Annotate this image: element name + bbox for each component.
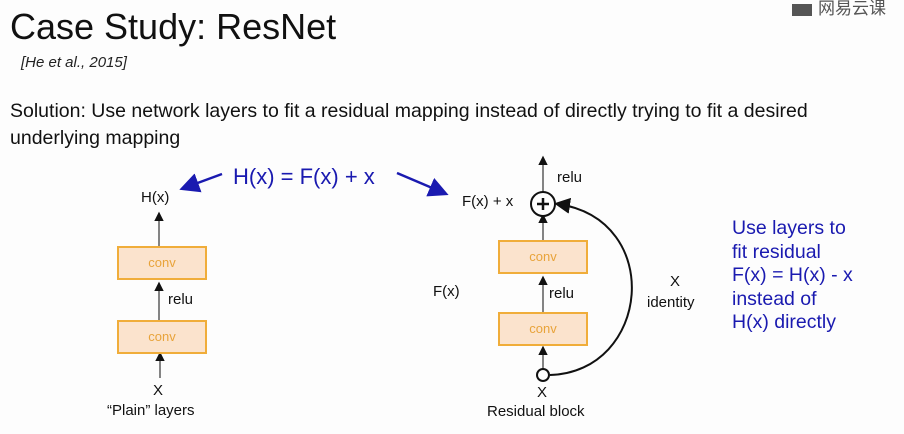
identity-x-label: X xyxy=(670,273,681,290)
note-line: instead of xyxy=(732,287,817,310)
identity-skip-arrow xyxy=(549,197,633,376)
plain-conv-top: conv xyxy=(117,246,207,280)
note-line: Use layers to xyxy=(732,217,846,239)
residual-relu-top: relu xyxy=(557,169,583,186)
residual-conv-bottom: conv xyxy=(498,312,588,346)
screen-icon xyxy=(792,3,812,16)
watermark: 网易云课 xyxy=(792,0,886,19)
residual-fx-label: F(x) xyxy=(433,283,460,300)
note-line: H(x) directly xyxy=(732,311,837,333)
identity-label: identity xyxy=(647,294,695,311)
watermark-text: 网易云课 xyxy=(818,0,886,18)
slide-title: Case Study: ResNet xyxy=(10,6,337,47)
residual-formula: H(x) = F(x) + x xyxy=(233,164,375,189)
blue-arrow-right xyxy=(396,171,449,197)
note-line: F(x) = H(x) - x xyxy=(732,264,853,286)
residual-note: Use layers to fit residual F(x) = H(x) -… xyxy=(732,217,902,335)
plain-conv-bottom: conv xyxy=(117,320,207,354)
residual-caption: Residual block xyxy=(487,403,585,420)
residual-sum-label: F(x) + x xyxy=(462,193,514,210)
input-node xyxy=(536,368,550,382)
citation: [He et al., 2015] xyxy=(21,54,127,71)
plain-output-label: H(x) xyxy=(141,189,170,206)
plain-caption: “Plain” layers xyxy=(107,402,195,419)
plain-input-label: X xyxy=(153,382,164,399)
blue-arrow-left xyxy=(179,172,223,193)
plain-relu-label: relu xyxy=(168,291,194,308)
residual-input-label: X xyxy=(537,384,548,401)
note-line: fit residual xyxy=(732,240,821,263)
residual-conv-top: conv xyxy=(498,240,588,274)
solution-text: Solution: Use network layers to fit a re… xyxy=(10,100,808,149)
residual-relu-mid: relu xyxy=(549,285,575,302)
